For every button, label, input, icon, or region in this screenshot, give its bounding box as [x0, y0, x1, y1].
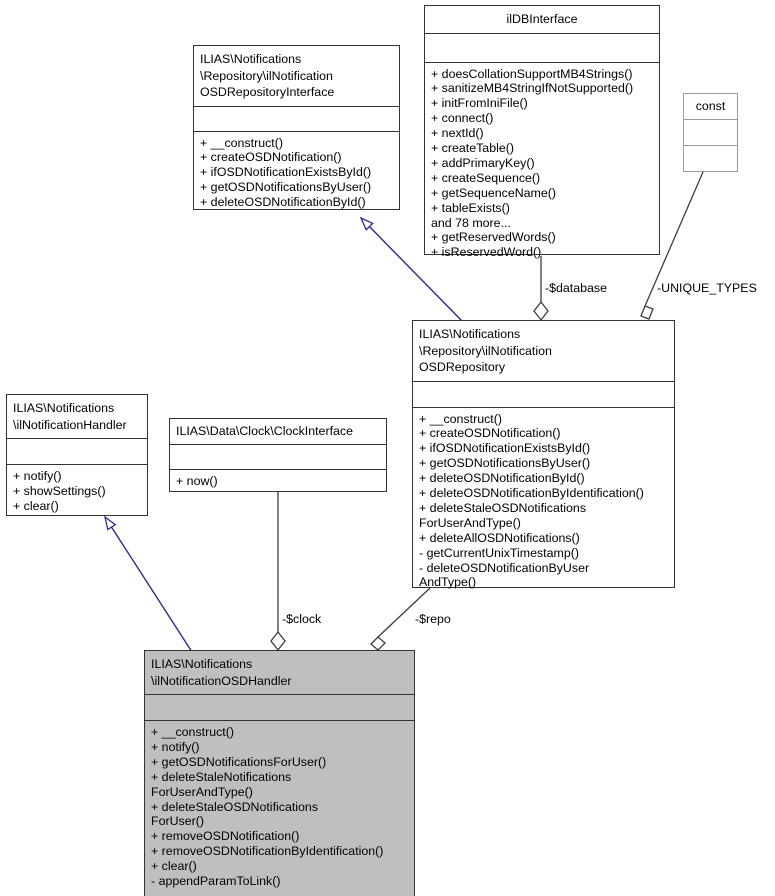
class-title-osdrepositoryinterface: ILIAS\Notifications \Repository\ilNotifi…	[194, 46, 399, 107]
method-item: + createSequence()	[431, 170, 541, 185]
class-box-ildbinterface[interactable]: ilDBInterface + doesCollationSupportMB4S…	[424, 5, 660, 259]
method-item: + getOSDNotificationsByUser()	[200, 180, 372, 195]
method-item: + now()	[176, 473, 218, 488]
method-item: + connect()	[431, 111, 494, 126]
method-item: + clear()	[151, 859, 197, 874]
class-attributes-osdrepositoryinterface	[194, 107, 399, 132]
method-item: + deleteStaleNotifications ForUserAndTyp…	[151, 769, 292, 799]
class-box-clockinterface[interactable]: ILIAS\Data\Clock\ClockInterface + now()	[169, 418, 387, 492]
class-box-osdrepositoryinterface[interactable]: ILIAS\Notifications \Repository\ilNotifi…	[193, 45, 400, 210]
method-item: + getOSDNotificationsForUser()	[151, 754, 327, 769]
class-box-osdhandler[interactable]: ILIAS\Notifications \ilNotificationOSDHa…	[144, 650, 415, 896]
method-item: + ifOSDNotificationExistsById()	[200, 165, 372, 180]
method-item: + deleteStaleOSDNotifications ForUserAnd…	[419, 500, 587, 530]
edge-label-clock: -$clock	[282, 612, 322, 626]
class-title-clockinterface: ILIAS\Data\Clock\ClockInterface	[170, 419, 386, 445]
class-attributes-ildbinterface	[425, 34, 659, 63]
method-item: + nextId()	[431, 126, 484, 141]
method-item: + tableExists()	[431, 200, 510, 215]
method-item: + notify()	[13, 469, 62, 483]
method-item: + notify()	[151, 739, 200, 754]
class-methods-osdrepository: + __construct() + createOSDNotification(…	[413, 408, 674, 595]
method-item: + removeOSDNotification()	[151, 829, 300, 844]
method-item: + getOSDNotificationsByUser()	[419, 456, 591, 471]
class-methods-clockinterface: + now()	[170, 470, 386, 493]
method-item: + __construct()	[419, 411, 502, 426]
edge-label-repo: -$repo	[415, 612, 451, 626]
class-methods-osdrepositoryinterface: + __construct() + createOSDNotification(…	[194, 132, 399, 215]
method-item: + createOSDNotification()	[419, 426, 561, 441]
method-item: + __construct()	[200, 135, 283, 150]
method-item: + getSequenceName()	[431, 185, 557, 200]
method-item: + initFromIniFile()	[431, 96, 528, 111]
method-item: - appendParamToLink()	[151, 874, 281, 889]
method-item: + deleteStaleOSDNotifications ForUser()	[151, 799, 319, 829]
class-box-notificationhandler[interactable]: ILIAS\Notifications \ilNotificationHandl…	[6, 394, 148, 516]
class-title-osdrepository: ILIAS\Notifications \Repository\ilNotifi…	[413, 321, 674, 382]
method-item: + showSettings()	[13, 483, 106, 498]
method-item: + deleteAllOSDNotifications()	[419, 530, 580, 545]
method-item: and 78 more...	[431, 215, 511, 230]
method-item: + doesCollationSupportMB4Strings()	[431, 66, 633, 81]
class-attributes-osdrepository	[413, 382, 674, 408]
method-item: + createOSDNotification()	[200, 150, 342, 165]
class-attributes-notificationhandler	[7, 439, 147, 465]
method-item: + removeOSDNotificationByIdentification(…	[151, 844, 384, 859]
method-item: + getReservedWords()	[431, 230, 556, 245]
class-title-osdhandler: ILIAS\Notifications \ilNotificationOSDHa…	[145, 651, 414, 695]
edge-label-unique-types: -UNIQUE_TYPES	[657, 281, 757, 295]
class-methods-osdhandler: + __construct() + notify() + getOSDNotif…	[145, 721, 414, 893]
method-item: + deleteOSDNotificationByIdentification(…	[419, 486, 644, 501]
class-attributes-clockinterface	[170, 445, 386, 470]
class-attributes-osdhandler	[145, 695, 414, 721]
method-item: - deleteOSDNotificationByUser AndType()	[419, 560, 590, 590]
class-methods-notificationhandler: + notify() + showSettings() + clear()	[7, 465, 147, 518]
class-box-const[interactable]: const	[683, 93, 738, 172]
method-item: + ifOSDNotificationExistsById()	[419, 441, 591, 456]
method-item: + createTable()	[431, 141, 514, 156]
method-item: + __construct()	[151, 725, 234, 739]
class-title-ildbinterface: ilDBInterface	[425, 6, 659, 34]
method-item: + clear()	[13, 498, 59, 513]
class-methods-ildbinterface: + doesCollationSupportMB4Strings() + san…	[425, 63, 659, 265]
method-item: + deleteOSDNotificationById()	[419, 471, 585, 486]
class-box-osdrepository[interactable]: ILIAS\Notifications \Repository\ilNotifi…	[412, 320, 675, 589]
class-title-const: const	[684, 94, 737, 120]
method-item: + addPrimaryKey()	[431, 155, 535, 170]
class-methods-const	[684, 146, 737, 172]
method-item: + isReservedWord()	[431, 245, 542, 260]
edge-handler-implements-notificationhandler	[103, 515, 193, 653]
edge-label-database: -$database	[545, 281, 608, 295]
class-attributes-const	[684, 120, 737, 146]
method-item: - getCurrentUnixTimestamp()	[419, 545, 579, 560]
edge-clock-aggregation	[270, 492, 286, 652]
method-item: + sanitizeMB4StringIfNotSupported()	[431, 81, 634, 96]
class-title-notificationhandler: ILIAS\Notifications \ilNotificationHandl…	[7, 395, 147, 439]
method-item: + deleteOSDNotificationById()	[200, 195, 366, 210]
